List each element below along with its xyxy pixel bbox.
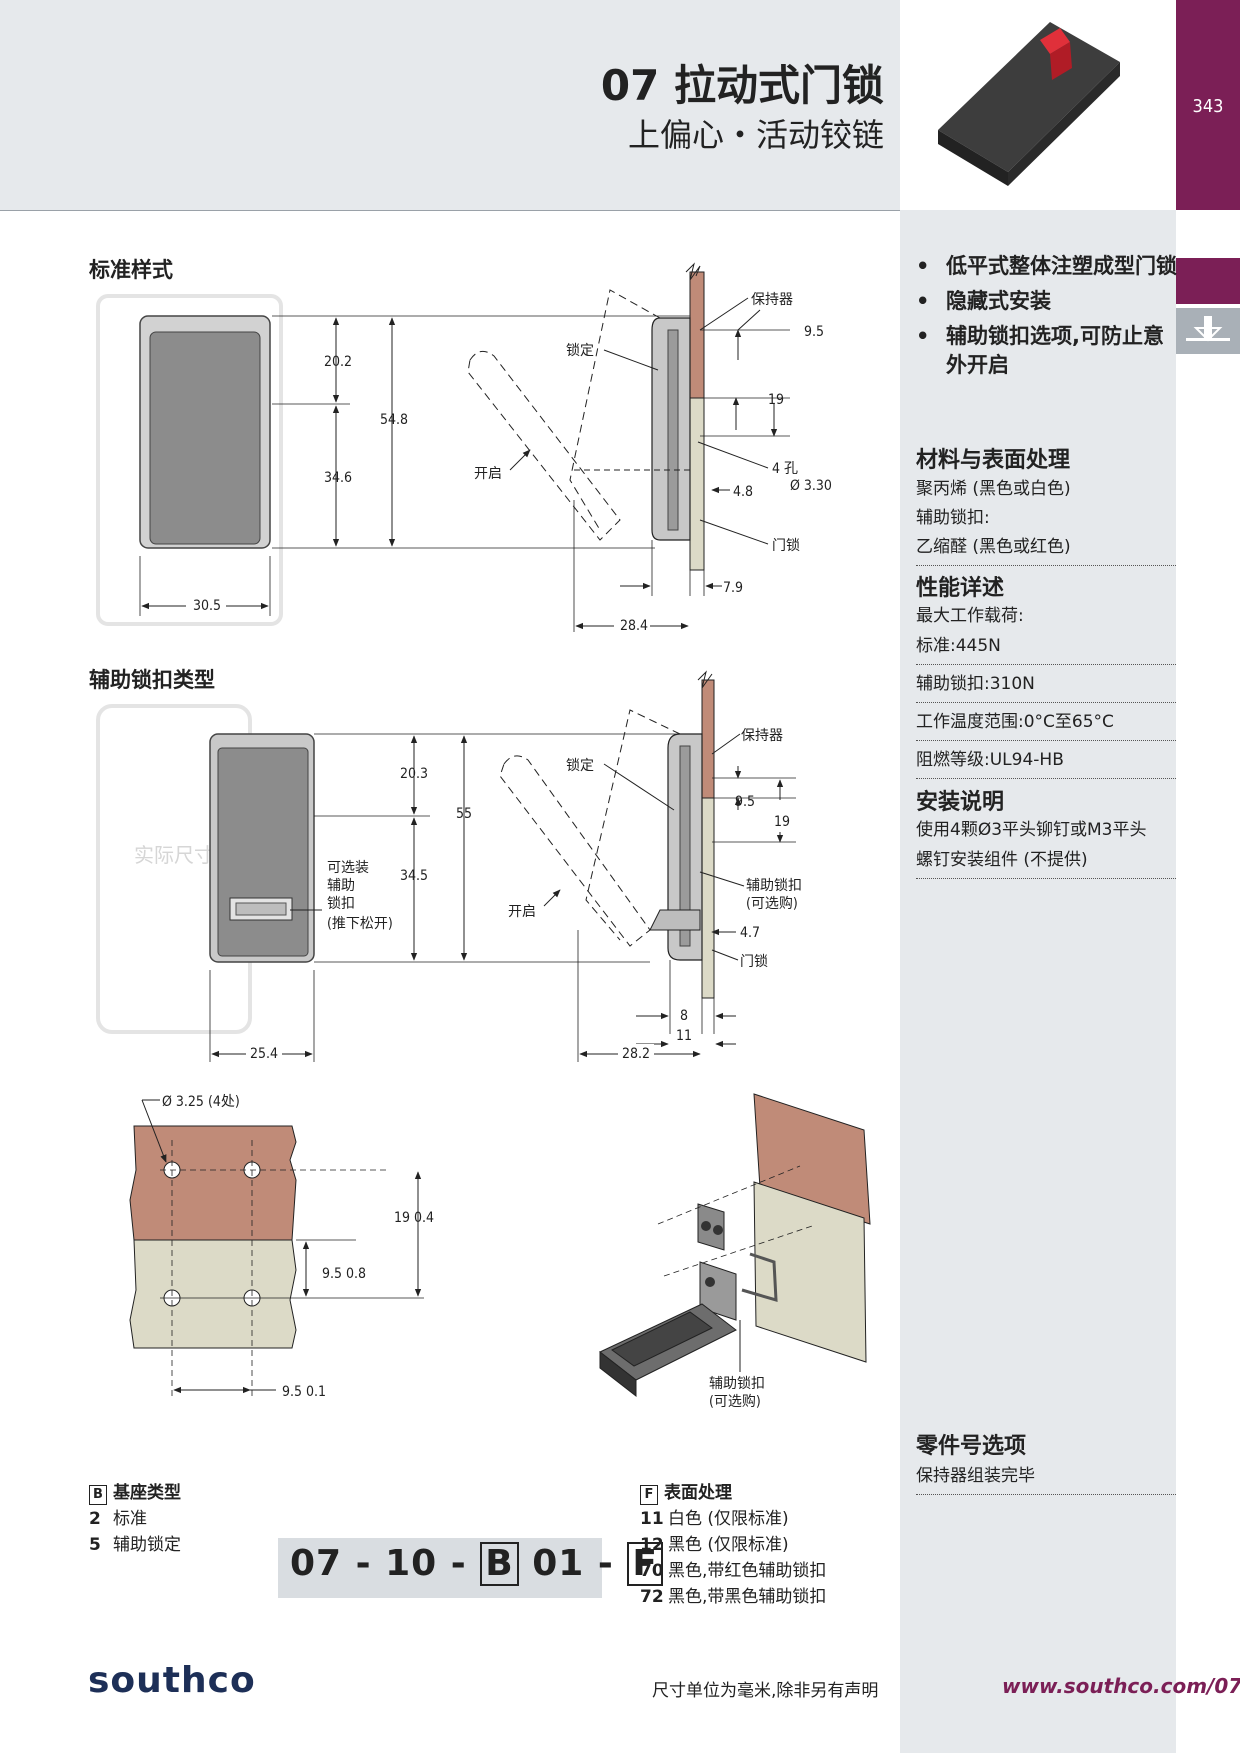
footer-url-link[interactable]: www.southco.com/07	[1002, 1674, 1240, 1698]
sidebar-tab-maroon	[1176, 258, 1240, 304]
label-holes: 4 孔	[772, 461, 798, 477]
sidebar-tab-icon	[1176, 308, 1240, 354]
red-latch	[1040, 28, 1070, 54]
dim-label: 9.5 0.1	[282, 1384, 326, 1400]
dim-label: 28.2	[622, 1046, 650, 1062]
product-photo	[938, 22, 1120, 186]
feature-item: 低平式整体注塑成型门锁	[912, 252, 1182, 281]
dim-label: 19 0.4	[394, 1210, 434, 1226]
technical-drawings: 20.2 54.8 34.6 30.5 保持器 锁定 开启 4 孔 Ø 3.30…	[96, 262, 871, 1410]
label-door-lock: 门锁	[740, 954, 768, 970]
code-f: F	[627, 1542, 663, 1586]
southco-logo: southco	[88, 1660, 256, 1701]
materials-line: 辅助锁扣:	[916, 508, 990, 528]
part-options-title: 零件号选项	[916, 1434, 1027, 1459]
dim-label: 20.2	[324, 354, 352, 370]
sidebar	[900, 210, 1176, 1753]
label-open: 开启	[474, 466, 502, 482]
label-aux-latch: 辅助锁扣	[746, 878, 802, 894]
performance-max-load: 最大工作载荷:	[916, 606, 1024, 626]
dim-label: 30.5	[193, 598, 221, 614]
part-number-box	[278, 1538, 602, 1598]
base-type-heading: B 基座类型	[89, 1478, 181, 1505]
dim-label: 9.5	[735, 794, 755, 810]
dim-label: 11	[676, 1028, 692, 1044]
drawing-aux: 实际尺寸 20.3 55 34.5 可选装 辅助 锁扣 (推下松开) 25.4	[96, 670, 802, 1062]
label-aux-optional: (可选购)	[709, 1394, 761, 1410]
finish-title: 表面处理	[664, 1483, 732, 1503]
section-aux-title: 辅助锁扣类型	[89, 668, 215, 692]
hole-note: Ø 3.25 (4处)	[162, 1094, 240, 1110]
label-optional: 可选装	[327, 860, 369, 876]
materials-line: 聚丙烯 (黑色或白色)	[916, 479, 1071, 499]
finish-heading: F 表面处理	[640, 1478, 732, 1505]
page-title: 07 拉动式门锁	[600, 61, 884, 110]
label-retainer: 保持器	[751, 292, 793, 308]
dim-label: 28.4	[620, 618, 648, 634]
dim-label: 34.6	[324, 470, 352, 486]
dim-label: 34.5	[400, 868, 428, 884]
dim-label: 9.5	[804, 324, 824, 340]
dim-label: 25.4	[250, 1046, 278, 1062]
performance-standard: 标准:445N	[916, 636, 1001, 656]
section-standard-title: 标准样式	[89, 258, 173, 282]
dim-label: 55	[456, 806, 472, 822]
label-open: 开启	[508, 904, 536, 920]
performance-aux: 辅助锁扣:310N	[916, 674, 1035, 694]
feature-item: 隐藏式安装	[912, 287, 1182, 316]
install-title: 安装说明	[916, 790, 1005, 815]
materials-title: 材料与表面处理	[916, 448, 1071, 473]
part-options-text: 保持器组装完毕	[916, 1466, 1035, 1486]
dim-label: 4.8	[733, 484, 753, 500]
dim-label: 9.5 0.8	[322, 1266, 366, 1282]
part-number-code: 07 - 10 - B 01 - F	[290, 1542, 663, 1586]
performance-flame: 阻燃等级:UL94-HB	[916, 750, 1064, 770]
header-band	[0, 0, 900, 211]
install-text: 螺钉安装组件 (不提供)	[916, 850, 1088, 870]
label-aux-optional: (可选购)	[746, 896, 798, 912]
label-retainer: 保持器	[741, 728, 783, 744]
install-text: 使用4颗Ø3平头铆钉或M3平头	[916, 820, 1147, 840]
mount-icon	[1186, 316, 1230, 342]
performance-title: 性能详述	[916, 576, 1005, 601]
label-lock: 锁定	[566, 343, 594, 359]
product-photo-panel	[900, 0, 1176, 210]
page-tab	[1176, 0, 1240, 210]
iso-panel-beige	[753, 1181, 867, 1363]
dim-label: 7.9	[723, 580, 743, 596]
drawing-hole-pattern: Ø 3.25 (4处) 19 0.4 9.5 0.8 9.5 0.1 辅助锁扣 …	[129, 1093, 871, 1410]
label-door-lock: 门锁	[772, 538, 800, 554]
dim-label: 54.8	[380, 412, 408, 428]
label-lock: 锁定	[566, 758, 594, 774]
dim-label: 8	[680, 1008, 688, 1024]
label-hole-dia: Ø 3.30	[790, 478, 832, 494]
dim-label: 19	[774, 814, 790, 830]
dim-label: 20.3	[400, 766, 428, 782]
drawing-standard: 20.2 54.8 34.6 30.5 保持器 锁定 开启 4 孔 Ø 3.30…	[96, 262, 832, 634]
performance-temp: 工作温度范围:0°C至65°C	[916, 712, 1114, 732]
label-optional: 辅助	[327, 878, 355, 894]
base-type-title: 基座类型	[113, 1483, 181, 1503]
base-type-letter: B	[89, 1485, 107, 1505]
finish-letter: F	[640, 1485, 658, 1505]
label-optional: 锁扣	[327, 896, 355, 912]
dim-label: 4.7	[740, 925, 760, 941]
watermark-actual-size: 实际尺寸	[134, 843, 214, 867]
label-optional: (推下松开)	[327, 916, 393, 932]
code-b: B	[480, 1542, 519, 1586]
dim-label: 19	[768, 392, 784, 408]
materials-line: 乙缩醛 (黑色或红色)	[916, 537, 1071, 557]
feature-list: 低平式整体注塑成型门锁 隐藏式安装 辅助锁扣选项,可防止意外开启	[912, 252, 1182, 386]
footer-note: 尺寸单位为毫米,除非另有声明	[652, 1681, 879, 1701]
page-number: 343	[1192, 96, 1224, 117]
page-subtitle: 上偏心・活动铰链	[627, 116, 884, 154]
feature-item: 辅助锁扣选项,可防止意外开启	[912, 322, 1182, 380]
label-aux-latch: 辅助锁扣	[709, 1376, 765, 1392]
